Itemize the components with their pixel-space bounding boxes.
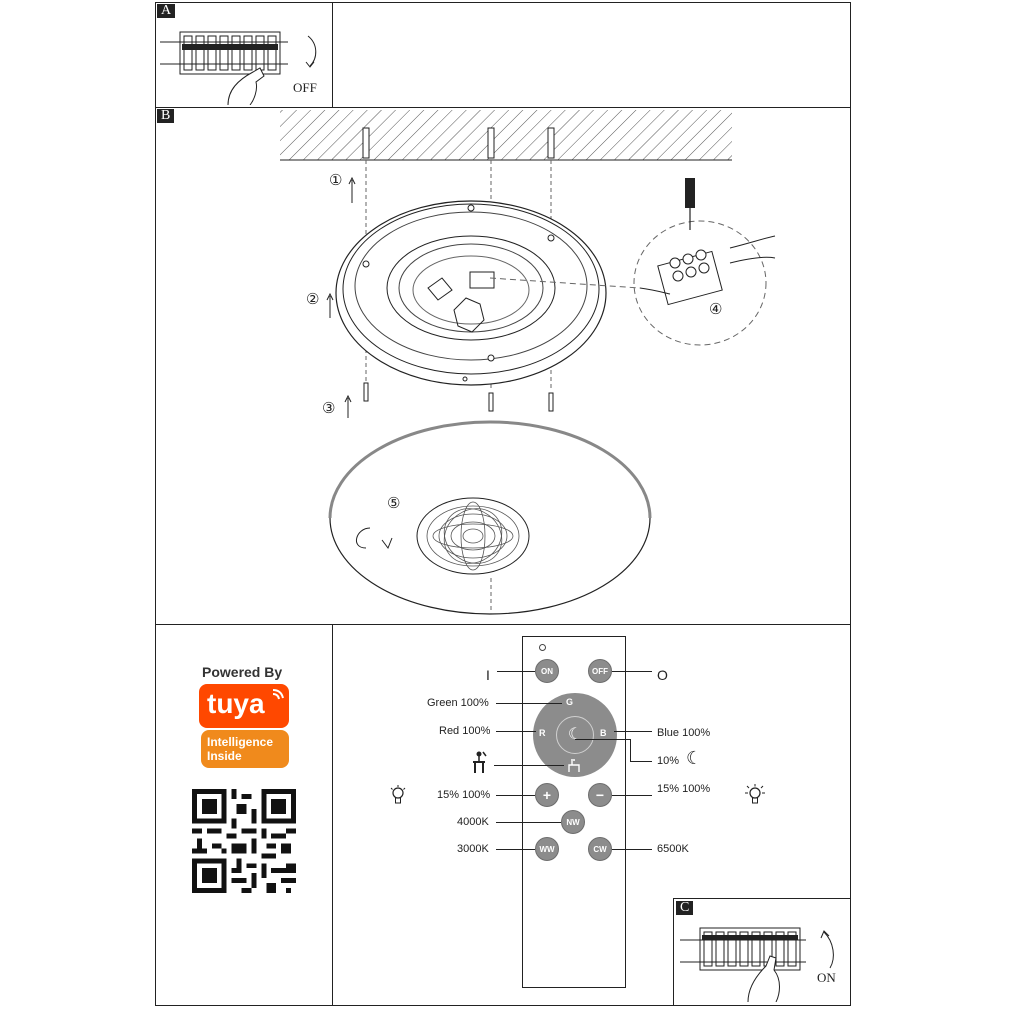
brightness-up-label: 15% 100% xyxy=(437,789,491,801)
remote-panel xyxy=(332,624,851,1006)
section-b-label: B xyxy=(157,109,175,123)
leader-off xyxy=(612,671,652,672)
qr-code xyxy=(192,789,296,893)
leader-night-drop xyxy=(630,739,631,761)
leader-red xyxy=(496,731,536,732)
leader-night xyxy=(575,739,631,740)
tuya-wordmark: tuya xyxy=(207,688,265,719)
moon-icon: ☾ xyxy=(686,748,703,768)
installation-diagram xyxy=(280,110,776,615)
leader-plus xyxy=(496,795,535,796)
breaker-on-illustration xyxy=(680,927,834,1002)
badge-line-2: Inside xyxy=(207,749,242,763)
badge-line-1: Intelligence xyxy=(207,735,274,749)
step-2-marker: ② xyxy=(306,291,320,308)
step-1-marker: ① xyxy=(329,172,343,189)
cw-label: 6500K xyxy=(657,843,689,855)
leader-night-end xyxy=(630,761,652,762)
leader-on xyxy=(497,671,535,672)
green-button[interactable]: G xyxy=(566,697,574,707)
on-button[interactable]: ON xyxy=(535,659,559,683)
on-caption: ON xyxy=(817,970,836,985)
intelligence-inside-badge: Intelligence Inside xyxy=(201,730,289,768)
warm-white-button[interactable]: WW xyxy=(535,837,559,861)
night-label: 10% xyxy=(657,755,680,767)
study-mode-button[interactable] xyxy=(567,757,581,773)
study-desk-icon xyxy=(473,751,487,773)
leader-blue xyxy=(614,731,652,732)
leader-ww xyxy=(496,849,535,850)
branding-panel xyxy=(155,624,333,1006)
section-c-label: C xyxy=(676,901,694,915)
breaker-off-illustration xyxy=(160,31,317,105)
bright-bulb-icon xyxy=(745,784,765,804)
power-on-symbol: I xyxy=(486,667,490,683)
leader-green xyxy=(496,703,562,704)
nw-label: 4000K xyxy=(457,816,489,828)
red-label: Red 100% xyxy=(439,725,491,737)
step-3-marker: ③ xyxy=(322,400,336,417)
step-5-marker: ⑤ xyxy=(387,495,401,512)
blue-label: Blue 100% xyxy=(657,727,711,739)
brightness-down-button[interactable]: − xyxy=(588,783,612,807)
leader-study xyxy=(494,765,564,766)
blue-button[interactable]: B xyxy=(600,728,607,738)
brightness-down-label: 15% 100% xyxy=(657,783,711,795)
leader-nw xyxy=(496,822,561,823)
color-wheel-center xyxy=(556,716,594,754)
tuya-logo: tuya xyxy=(199,684,289,728)
off-button[interactable]: OFF xyxy=(588,659,612,683)
neutral-white-button[interactable]: NW xyxy=(561,810,585,834)
leader-cw xyxy=(612,849,652,850)
wifi-icon xyxy=(272,689,284,700)
desk-lamp-icon xyxy=(568,759,580,772)
cool-white-button[interactable]: CW xyxy=(588,837,612,861)
green-label: Green 100% xyxy=(427,697,489,709)
ww-label: 3000K xyxy=(457,843,489,855)
leader-minus xyxy=(612,795,652,796)
remote-indicator-led xyxy=(539,644,546,651)
section-a-side-panel xyxy=(332,2,851,108)
red-button[interactable]: R xyxy=(539,728,546,738)
brightness-up-button[interactable]: + xyxy=(535,783,559,807)
night-mode-button[interactable]: ☾ xyxy=(567,726,583,743)
powered-by-text: Powered By xyxy=(202,664,283,680)
dim-bulb-icon xyxy=(390,785,406,804)
off-caption: OFF xyxy=(293,80,317,95)
step-4-marker: ④ xyxy=(709,301,723,318)
power-off-symbol: O xyxy=(657,667,668,683)
section-a-label: A xyxy=(157,4,176,18)
